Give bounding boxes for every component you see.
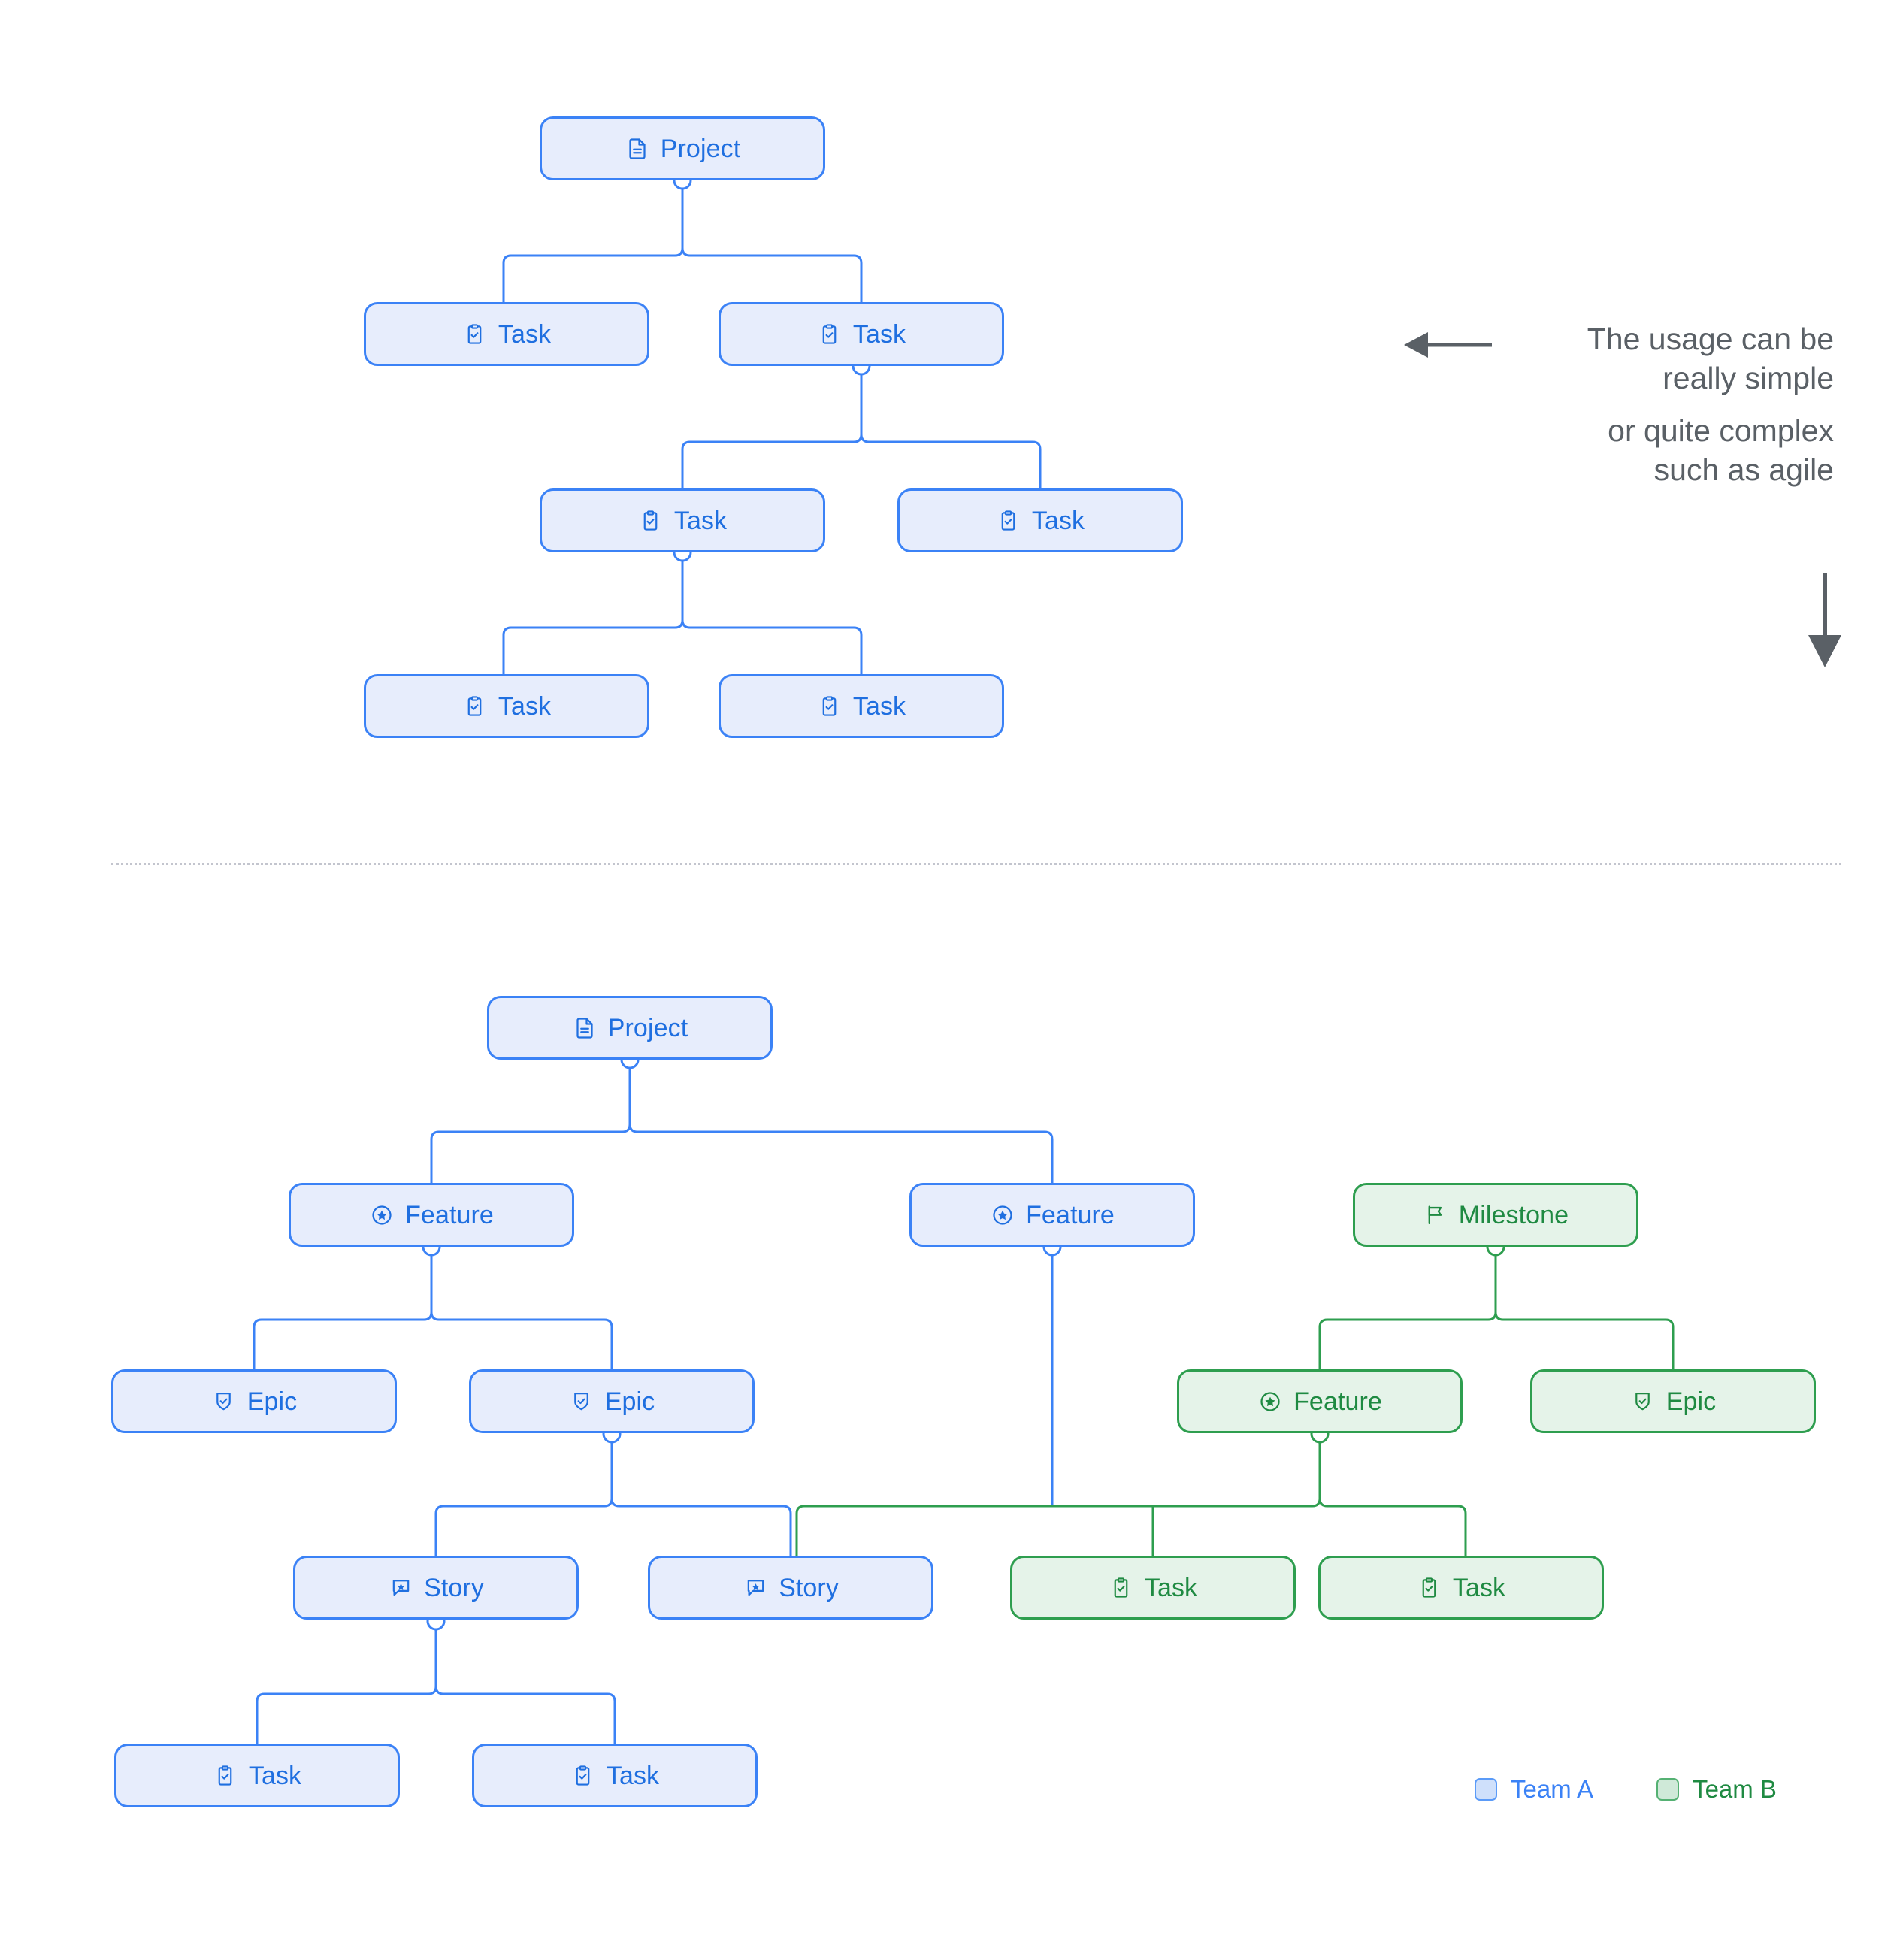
node-feature-agile-3[interactable]: Feature (1177, 1369, 1463, 1433)
node-label: Feature (1293, 1387, 1382, 1416)
legend-item-team-a[interactable]: Team A (1475, 1775, 1593, 1804)
node-label: Task (498, 691, 552, 721)
node-task-simple-2[interactable]: Task (719, 302, 1004, 366)
node-label: Task (606, 1761, 660, 1790)
node-label: Task (248, 1761, 302, 1790)
document-icon (572, 1015, 598, 1041)
clipboard-check-icon (817, 694, 843, 719)
node-epic-agile-1[interactable]: Epic (111, 1369, 397, 1433)
node-label: Project (607, 1013, 688, 1042)
legend-swatch-icon (1475, 1778, 1497, 1801)
annotation-line-2: really simple (1662, 361, 1834, 396)
node-label: Feature (405, 1200, 494, 1230)
legend-swatch-icon (1656, 1778, 1680, 1801)
flag-icon (1423, 1202, 1448, 1228)
annotation-line-3: or quite complex (1608, 413, 1834, 449)
node-label: Task (498, 319, 552, 349)
node-task-simple-4[interactable]: Task (897, 488, 1183, 552)
clipboard-check-icon (817, 322, 843, 347)
node-label: Epic (604, 1387, 655, 1416)
node-project-simple[interactable]: Project (540, 116, 825, 180)
node-milestone-agile[interactable]: Milestone (1353, 1183, 1638, 1247)
node-label: Task (1144, 1573, 1198, 1602)
legend-label: Team A (1511, 1775, 1594, 1803)
shield-check-icon (211, 1389, 237, 1414)
clipboard-check-icon (213, 1763, 238, 1789)
clipboard-check-icon (462, 322, 488, 347)
legend-label: Team B (1693, 1775, 1777, 1803)
star-circle-icon (990, 1202, 1015, 1228)
node-task-agile-2[interactable]: Task (1318, 1556, 1604, 1620)
annotation-spacer (1278, 398, 1834, 411)
node-epic-agile-3[interactable]: Epic (1530, 1369, 1816, 1433)
node-feature-agile-1[interactable]: Feature (289, 1183, 574, 1247)
annotation-text: The usage can be really simple or quite … (1278, 319, 1834, 489)
node-task-agile-4[interactable]: Task (472, 1744, 758, 1807)
star-circle-icon (369, 1202, 395, 1228)
node-label: Story (779, 1573, 839, 1602)
clipboard-check-icon (1417, 1575, 1442, 1601)
node-feature-agile-2[interactable]: Feature (909, 1183, 1195, 1247)
clipboard-check-icon (462, 694, 488, 719)
node-label: Task (852, 691, 906, 721)
clipboard-check-icon (570, 1763, 596, 1789)
clipboard-check-icon (638, 508, 664, 534)
shield-check-icon (569, 1389, 594, 1414)
node-epic-agile-2[interactable]: Epic (469, 1369, 755, 1433)
node-task-agile-3[interactable]: Task (114, 1744, 400, 1807)
node-story-agile-2[interactable]: Story (648, 1556, 933, 1620)
clipboard-check-icon (996, 508, 1021, 534)
node-project-agile[interactable]: Project (487, 996, 773, 1060)
document-icon (625, 136, 650, 162)
legend-item-team-b[interactable]: Team B (1656, 1775, 1777, 1804)
node-label: Task (852, 319, 906, 349)
annotation-line-4: such as agile (1653, 452, 1834, 488)
node-label: Feature (1026, 1200, 1115, 1230)
section-divider (111, 863, 1841, 865)
node-task-agile-1[interactable]: Task (1010, 1556, 1296, 1620)
node-task-simple-3[interactable]: Task (540, 488, 825, 552)
comment-star-icon (388, 1575, 413, 1601)
node-label: Task (1031, 506, 1085, 535)
node-label: Story (424, 1573, 484, 1602)
node-label: Task (1452, 1573, 1506, 1602)
legend: Team A Team B (1475, 1775, 1777, 1804)
clipboard-check-icon (1109, 1575, 1134, 1601)
node-task-simple-6[interactable]: Task (719, 674, 1004, 738)
node-label: Epic (247, 1387, 298, 1416)
comment-star-icon (743, 1575, 768, 1601)
star-circle-icon (1257, 1389, 1283, 1414)
node-task-simple-5[interactable]: Task (364, 674, 649, 738)
node-label: Project (660, 134, 741, 163)
annotation-line-1: The usage can be (1587, 322, 1834, 356)
node-label: Epic (1666, 1387, 1717, 1416)
node-story-agile-1[interactable]: Story (293, 1556, 579, 1620)
shield-check-icon (1630, 1389, 1656, 1414)
node-label: Milestone (1458, 1200, 1569, 1230)
node-label: Task (673, 506, 728, 535)
node-task-simple-1[interactable]: Task (364, 302, 649, 366)
